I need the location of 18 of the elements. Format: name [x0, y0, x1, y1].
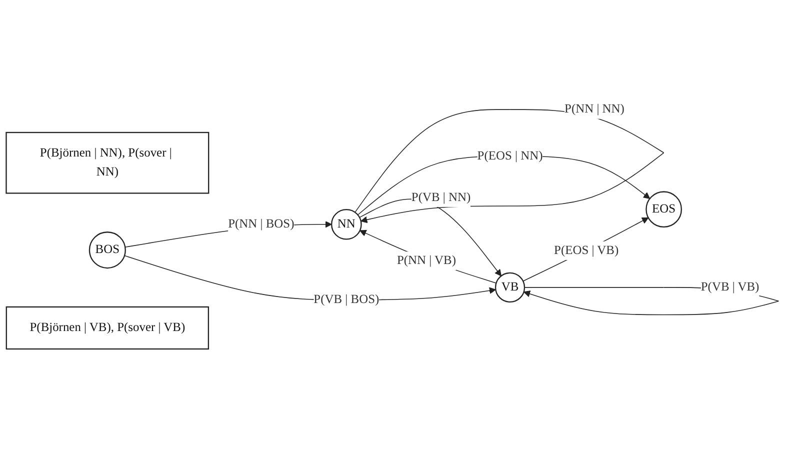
node-circle: BOS [88, 232, 126, 269]
node-circle: VB [494, 272, 526, 303]
arrow [359, 199, 502, 277]
edge-label: P(VB | VB) [700, 280, 760, 294]
edge-label: P(VB | NN) [411, 191, 471, 204]
edge-label: P(VB | BOS) [314, 293, 380, 307]
node-circle: EOS [646, 192, 682, 228]
node-box: P(Björnen | NN), P(sover | NN) [6, 132, 210, 194]
arrow [360, 230, 497, 284]
node-circle: NN [331, 209, 362, 240]
edge-label: P(NN | NN) [564, 102, 624, 116]
edge-label: P(EOS | NN) [477, 150, 543, 163]
arrow [522, 218, 649, 282]
arrow [357, 156, 650, 216]
edge-label: P(EOS | VB) [554, 244, 619, 258]
node-box: P(Björnen | VB), P(sover | VB) [6, 306, 210, 350]
edge-label: P(NN | VB) [396, 254, 456, 268]
edge-label: P(NN | BOS) [228, 218, 294, 231]
